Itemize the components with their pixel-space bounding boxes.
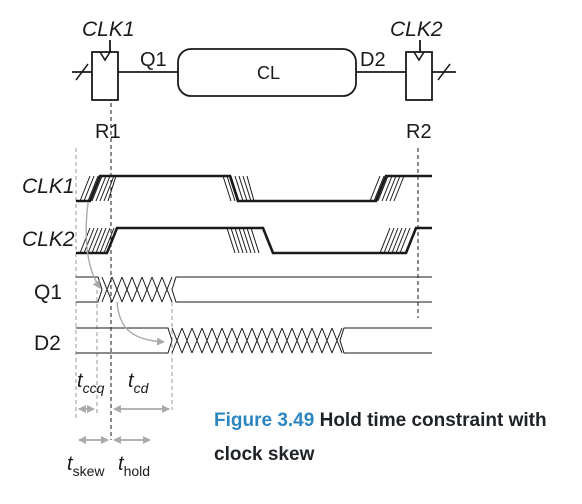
d2-waveform	[76, 327, 432, 354]
circuit-schematic: CLK1 CLK2 Q1 CL D2 R1 R2	[72, 18, 456, 143]
delay-annotations: tccq tcd tskew thold	[67, 370, 170, 479]
clk2-waveform	[76, 226, 432, 255]
caption-text: Hold time constraint with clock skew	[214, 410, 547, 465]
thold-label: thold	[118, 453, 150, 479]
signal-label-clk1: CLK1	[22, 175, 75, 198]
register-r2	[405, 51, 433, 101]
tskew-label: tskew	[67, 453, 105, 479]
q1-waveform	[76, 276, 432, 303]
bus-crosshatch	[101, 276, 173, 303]
figure-caption: Figure 3.49 Hold time constraint with cl…	[214, 404, 574, 472]
d2-label: D2	[360, 49, 386, 71]
figure-number: Figure 3.49	[214, 410, 315, 431]
clock-triangle-icon	[413, 51, 425, 62]
bus-stable-before	[76, 276, 103, 303]
signal-labels: CLK1 CLK2 Q1 D2	[22, 175, 75, 355]
bus-stable-after	[339, 327, 432, 354]
bus-slash-icon	[75, 63, 89, 81]
reg2-label: R2	[406, 121, 432, 143]
tcd-label: tcd	[128, 370, 150, 396]
clock-triangle-icon	[99, 51, 111, 62]
q1-to-d2-arrow	[116, 301, 165, 346]
clk2-label: CLK2	[390, 18, 443, 41]
bus-crosshatch	[171, 327, 343, 354]
tccq-label: tccq	[77, 370, 105, 396]
clk1-waveform	[76, 174, 432, 203]
signal-label-clk2: CLK2	[22, 228, 75, 251]
clk1-to-q1-arrow	[85, 202, 101, 289]
bus-stable-before	[76, 327, 173, 354]
signal-label-d2: D2	[34, 332, 61, 355]
bus-stable-after	[171, 276, 432, 303]
q1-label: Q1	[140, 49, 167, 71]
register-r1	[91, 51, 119, 101]
signal-label-q1: Q1	[34, 281, 62, 304]
clk1-label: CLK1	[82, 18, 135, 41]
reg1-label: R1	[95, 121, 121, 143]
logic-label: CL	[257, 63, 280, 83]
bus-slash-icon	[437, 63, 451, 81]
